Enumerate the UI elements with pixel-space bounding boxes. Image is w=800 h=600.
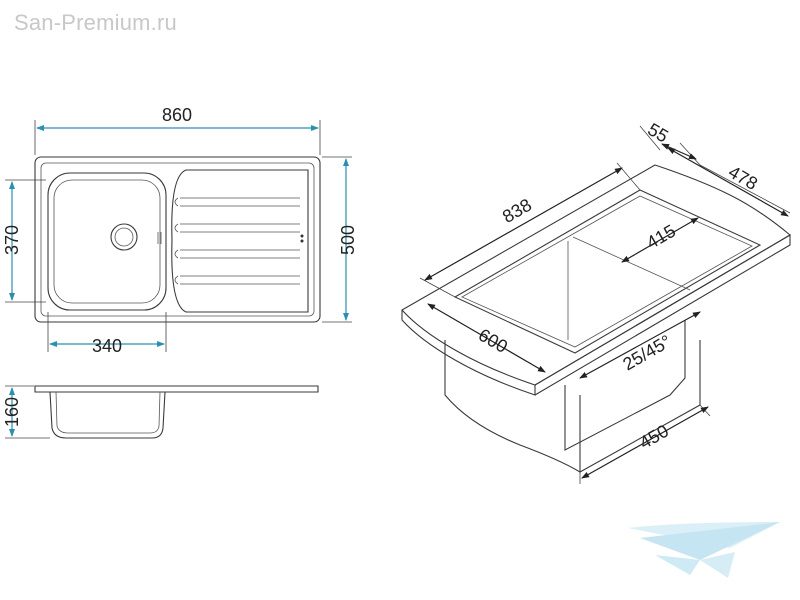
dim-line-55 [661,143,697,160]
dim-label-160: 160 [2,397,22,427]
dim-label-600: 600 [475,325,511,357]
drain-inner [114,227,134,247]
draining-grooves [174,197,300,285]
bowl-inner-outline [53,179,161,304]
drain-outer [110,223,138,251]
dim-line-478 [667,147,789,217]
sink-outer-rim [34,156,321,323]
san-premium-logo-icon [628,522,780,578]
dim-label-838: 838 [499,195,535,227]
dim-label-450: 450 [636,421,672,453]
dim-label-478: 478 [725,162,761,194]
dim-line-25-45 [579,311,701,379]
isometric-view: 838 55 478 415 600 25/45° 450 [401,119,791,484]
dim-label-370: 370 [2,225,22,255]
dim-label-500: 500 [338,225,358,255]
dim-line-838 [424,167,623,281]
top-view: 860 370 500 340 [2,105,358,356]
dim-label-55: 55 [644,119,671,146]
countertop-top [401,164,791,386]
sink-inner-rim [40,162,315,317]
side-rim [34,385,319,393]
dim-line-415 [621,217,699,263]
watermark-text: San-Premium.ru [14,10,177,35]
bowl-outline [47,172,167,311]
dim-label-340: 340 [92,336,122,356]
dim-line-450 [581,406,709,479]
draining-board [171,169,309,313]
dim-label-860: 860 [162,105,192,125]
side-view: 160 [2,385,319,439]
side-bowl [49,391,166,439]
tap-hole-icon [300,234,304,243]
overflow-icon [157,232,162,244]
dim-label-415: 415 [643,221,679,253]
countertop-front-edge [401,310,536,396]
dim-line-600 [427,303,546,373]
dim-label-25-45: 25/45° [619,331,674,374]
cabinet-left-panel [444,340,581,473]
